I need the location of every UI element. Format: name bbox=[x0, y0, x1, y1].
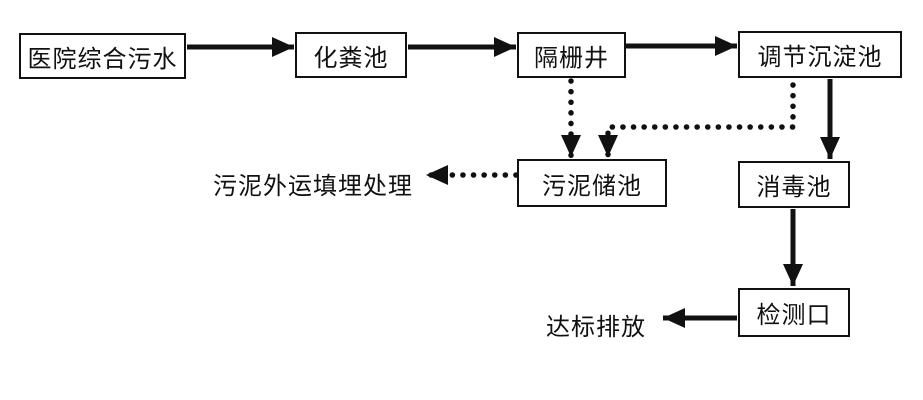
node-grid-well-label: 隔栅井 bbox=[534, 44, 609, 72]
label-sludge-offsite-landfill: 污泥外运填埋处理 bbox=[213, 173, 413, 200]
label-compliant-discharge: 达标排放 bbox=[546, 314, 646, 341]
node-regulating-sedimentation-tank-label: 调节沉淀池 bbox=[757, 44, 883, 71]
node-detection-port-label: 检测口 bbox=[756, 302, 832, 329]
node-septic-tank-label: 化粪池 bbox=[313, 44, 389, 72]
node-disinfection-tank-label: 消毒池 bbox=[756, 174, 832, 201]
node-sludge-storage-tank-label: 污泥储池 bbox=[542, 172, 642, 200]
dotted-arrow-regulating-to-sludge bbox=[598, 82, 796, 160]
node-grid-well: 隔栅井 bbox=[517, 32, 626, 78]
node-hospital-sewage: 医院综合污水 bbox=[19, 33, 186, 79]
node-sludge-storage-tank: 污泥储池 bbox=[517, 159, 667, 207]
node-hospital-sewage-label: 医院综合污水 bbox=[27, 45, 178, 73]
node-regulating-sedimentation-tank: 调节沉淀池 bbox=[738, 31, 902, 78]
node-septic-tank: 化粪池 bbox=[295, 32, 407, 78]
node-disinfection-tank: 消毒池 bbox=[738, 161, 850, 208]
node-detection-port: 检测口 bbox=[738, 288, 850, 337]
